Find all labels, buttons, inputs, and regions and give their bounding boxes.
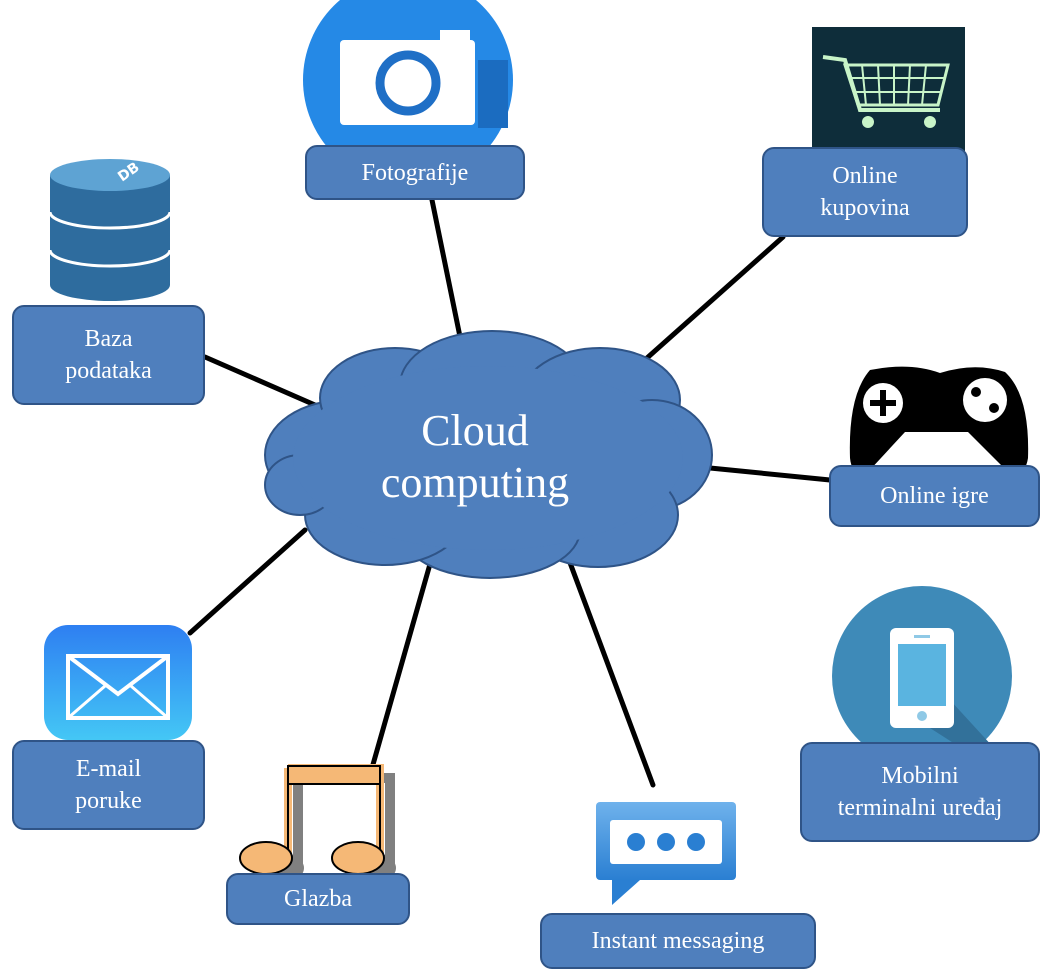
cloud-label-line2: computing — [380, 458, 570, 507]
node-music: Glazba — [226, 873, 410, 925]
node-email: E-mail poruke — [12, 740, 205, 830]
node-shopping-line1: Online — [832, 163, 898, 189]
node-database-line1: Baza — [84, 326, 133, 352]
cloud-core — [293, 366, 683, 550]
camera-icon — [303, 0, 513, 185]
node-games-label: Online igre — [880, 483, 989, 509]
database-icon: DB — [48, 159, 172, 301]
mobile-phone-icon — [832, 586, 1012, 766]
cloud-label: Cloud computing — [340, 405, 610, 509]
connectors — [187, 197, 833, 788]
node-database-line2: podataka — [65, 358, 152, 384]
connector-email — [187, 527, 308, 636]
node-photos: Fotografije — [305, 145, 525, 200]
node-im-label: Instant messaging — [591, 928, 765, 954]
mail-icon — [44, 625, 192, 740]
node-email-line1: E-mail — [75, 756, 142, 782]
chat-bubble-icon — [596, 802, 736, 905]
cloud-label-line1: Cloud — [421, 406, 529, 455]
node-mobile-line1: Mobilni — [881, 763, 959, 789]
connector-im — [563, 549, 656, 788]
node-mobile: Mobilni terminalni uređaj — [800, 742, 1040, 842]
node-email-line2: poruke — [75, 788, 142, 814]
music-note-icon — [239, 764, 396, 884]
connector-database — [202, 354, 318, 408]
node-database: Baza podataka — [12, 305, 205, 405]
connector-music — [369, 547, 437, 771]
node-music-label: Glazba — [284, 886, 352, 912]
node-mobile-line2: terminalni uređaj — [837, 795, 1003, 821]
node-shopping: Online kupovina — [762, 147, 968, 237]
connector-games — [707, 465, 833, 483]
node-im: Instant messaging — [540, 913, 816, 969]
gamepad-icon — [849, 366, 1029, 474]
node-shopping-line2: kupovina — [820, 195, 910, 221]
node-photos-label: Fotografije — [361, 159, 469, 186]
connector-shopping — [635, 234, 786, 369]
node-games: Online igre — [829, 465, 1040, 527]
